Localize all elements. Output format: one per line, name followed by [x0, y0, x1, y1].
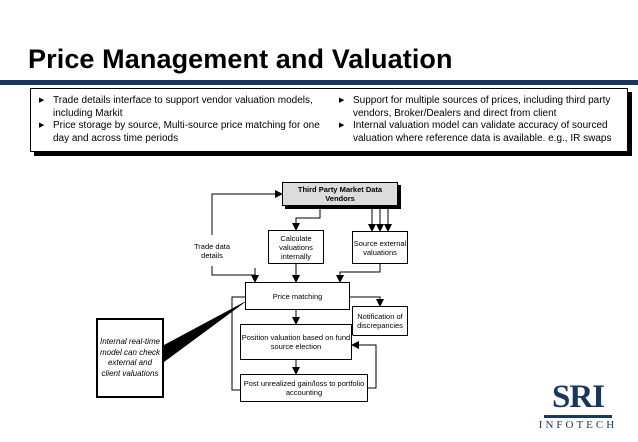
node-price-matching-label: Price matching — [272, 291, 323, 301]
logo-subtitle: INFOTECH — [538, 419, 618, 431]
summary-bullet: Price storage by source, Multi-source pr… — [39, 120, 329, 145]
node-position-valuation-label: Position valuation based on fund source … — [241, 333, 351, 351]
node-price-matching: Price matching — [245, 282, 350, 310]
node-source: Source external valuations — [352, 231, 408, 264]
summary-box: Trade details interface to support vendo… — [30, 88, 628, 152]
node-calculate: Calculate valuations internally — [268, 230, 324, 264]
connector-trade-to-vendors — [211, 190, 283, 235]
summary-right-column: Support for multiple sources of prices, … — [339, 95, 624, 145]
company-logo: SRI INFOTECH — [538, 380, 618, 431]
node-notification-label: Notification of discrepancies — [357, 312, 403, 330]
node-internal-model: Internal real-time model can check exter… — [96, 318, 164, 398]
node-source-label: Source external valuations — [353, 238, 407, 257]
callout-wedge — [164, 300, 248, 362]
summary-bullet: Internal valuation model can validate ac… — [339, 120, 624, 145]
summary-left-column: Trade details interface to support vendo… — [39, 95, 329, 145]
connector-matching-left-loop — [231, 296, 245, 391]
connector-vendors-to-calculate — [292, 206, 321, 231]
node-post-accounting-label: Post unrealized gain/loss to portfolio a… — [243, 379, 365, 397]
node-calculate-label: Calculate valuations internally — [279, 233, 313, 261]
summary-bullet: Support for multiple sources of prices, … — [339, 95, 624, 120]
title-rule — [0, 80, 638, 85]
node-vendors-label: Third Party Market Data Vendors — [297, 185, 383, 203]
node-internal-model-label: Internal real-time model can check exter… — [99, 337, 161, 378]
summary-bullet: Trade details interface to support vendo… — [39, 95, 329, 120]
connector-trade-to-matching — [211, 266, 256, 282]
connector-post-to-position — [351, 341, 377, 389]
logo-wordmark: SRI — [551, 379, 605, 415]
logo-bar — [544, 415, 612, 418]
node-vendors: Third Party Market Data Vendors — [282, 182, 398, 206]
node-trade-data-label: Trade data details — [194, 242, 230, 260]
node-trade-data: Trade data details — [186, 236, 238, 266]
node-position-valuation: Position valuation based on fund source … — [240, 324, 352, 360]
connector-source-to-matching — [336, 264, 381, 283]
node-notification: Notification of discrepancies — [352, 306, 408, 336]
connector-matching-to-notification — [350, 296, 384, 307]
node-post-accounting: Post unrealized gain/loss to portfolio a… — [240, 374, 368, 402]
slide-title: Price Management and Valuation — [28, 44, 453, 74]
